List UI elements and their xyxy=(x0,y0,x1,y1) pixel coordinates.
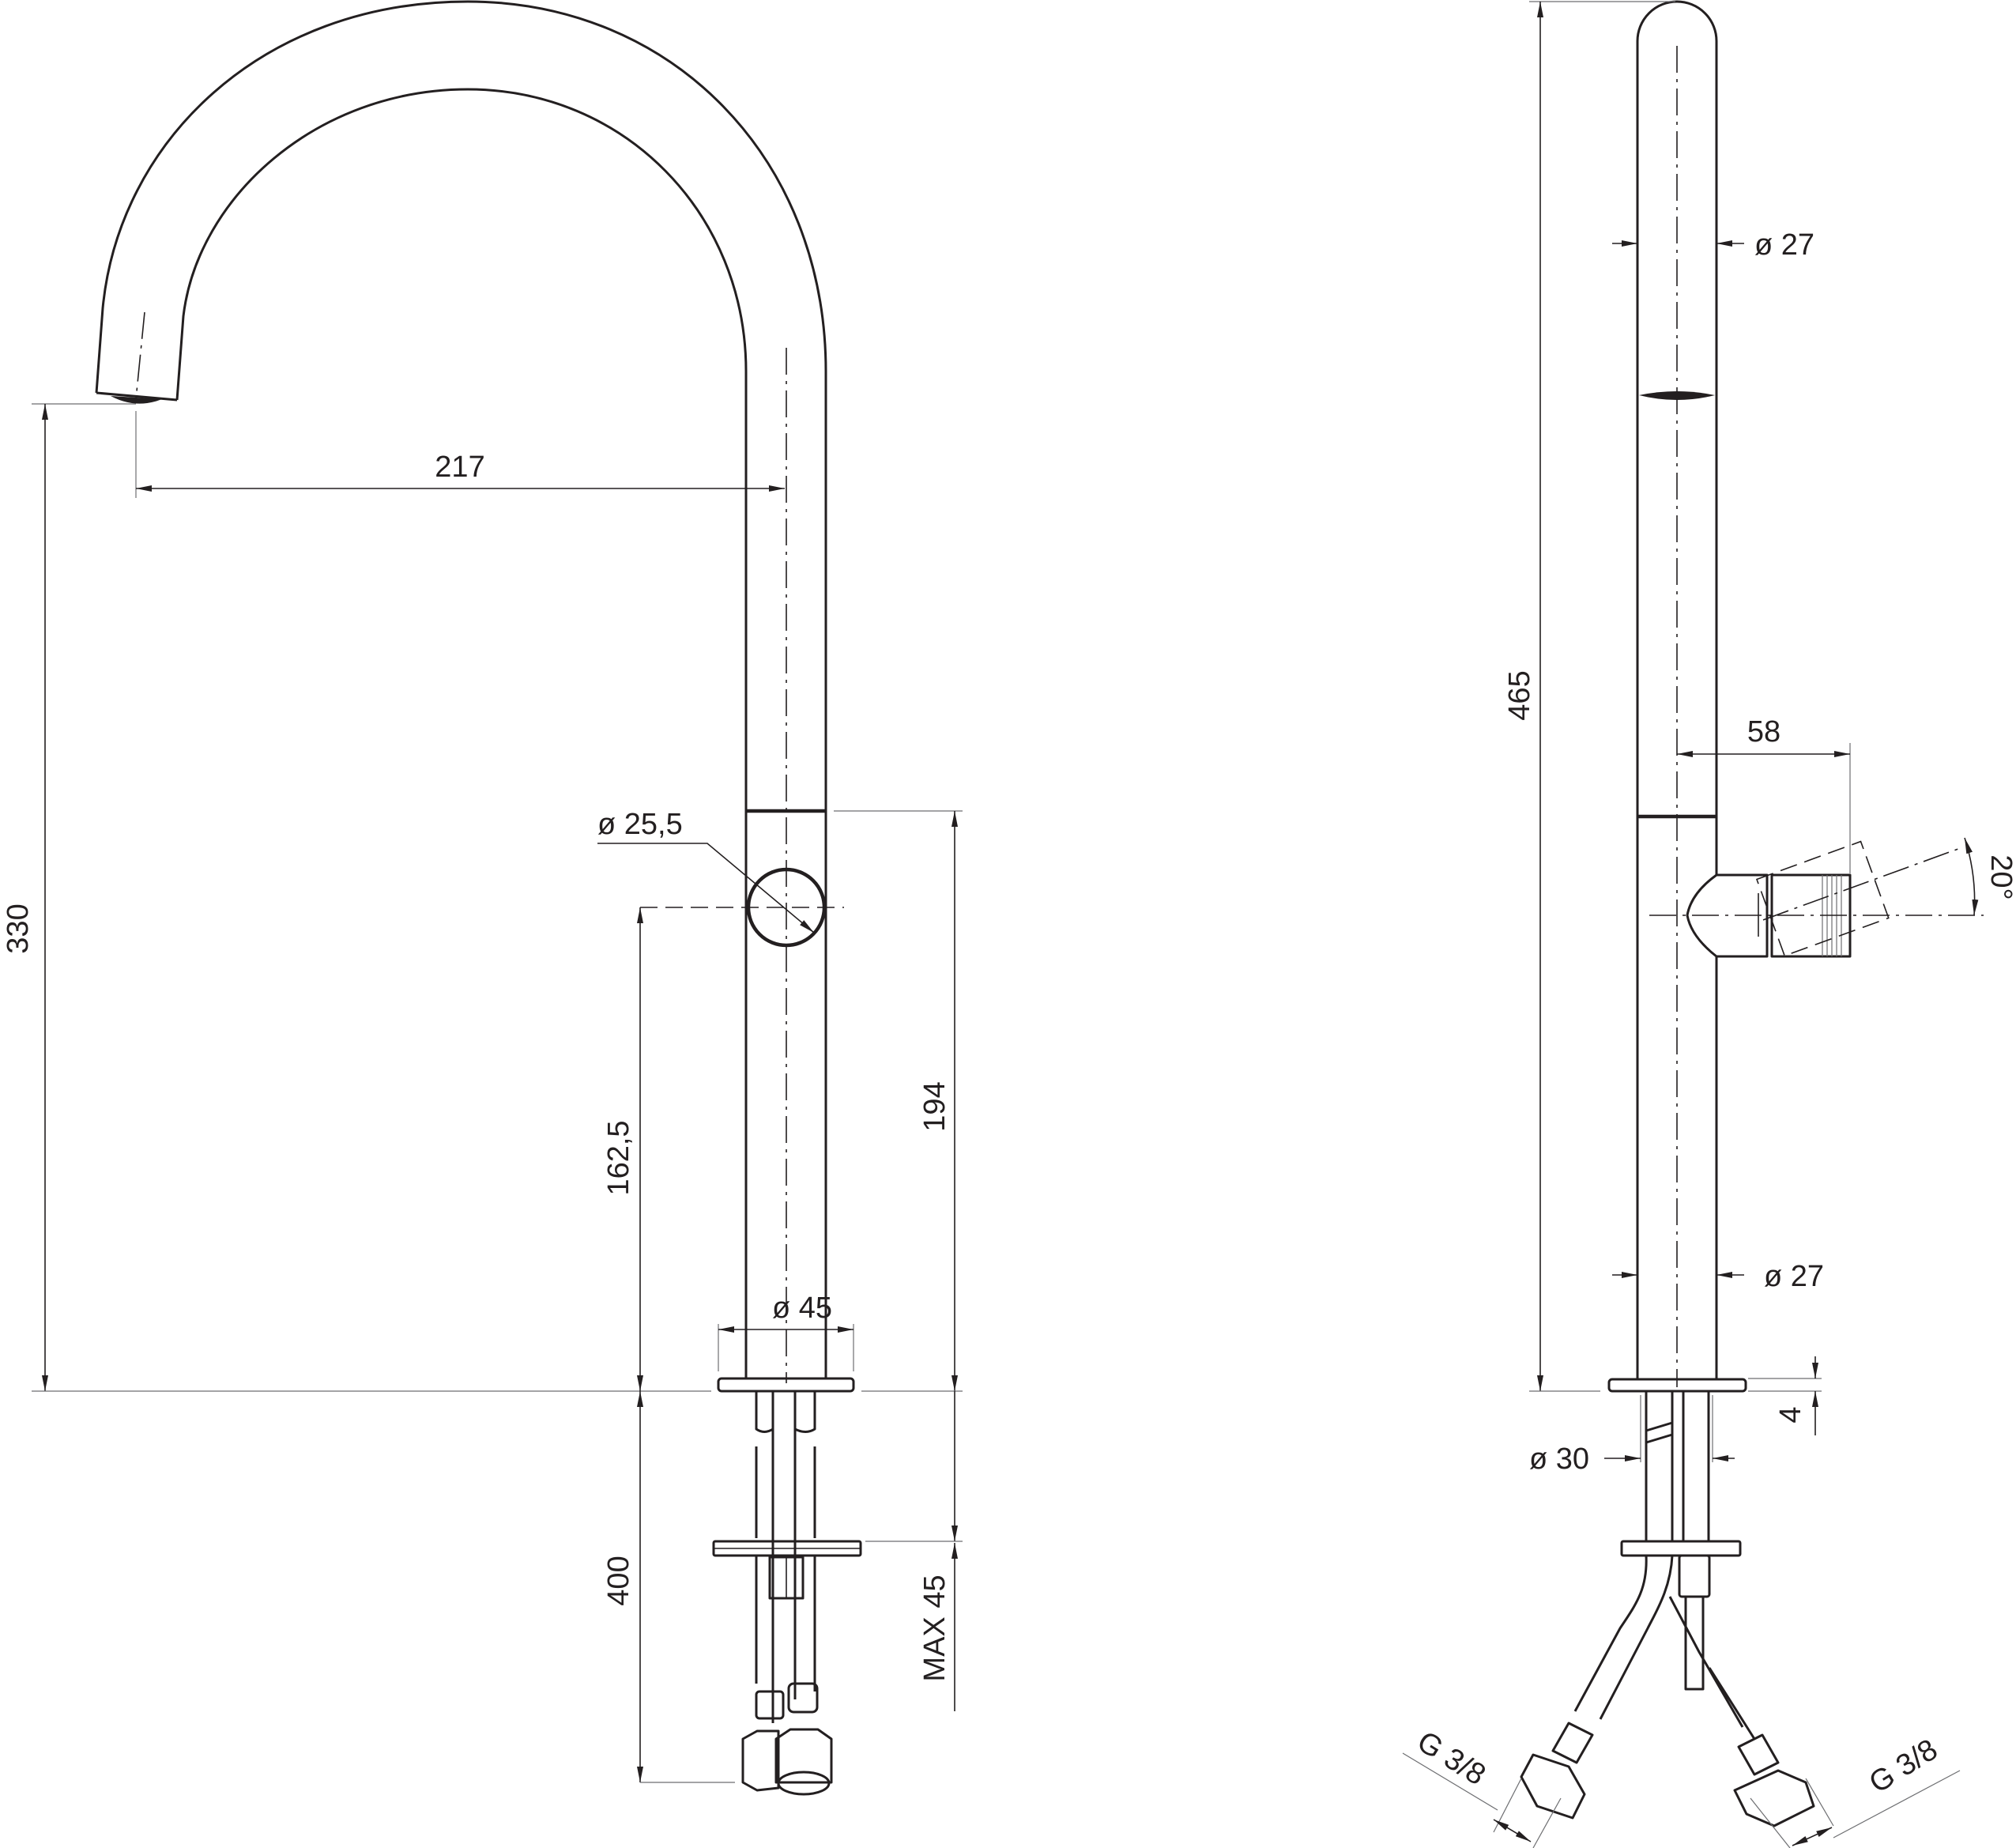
dim-body-height: 194 xyxy=(918,1081,951,1131)
dim-handle-angle: 20° xyxy=(1984,854,2016,899)
hose-left xyxy=(755,1556,774,1684)
aerator xyxy=(111,396,162,404)
connection-opening xyxy=(777,1771,831,1796)
dim-plate-thickness: 4 xyxy=(1774,1406,1807,1423)
dim-total-height: 465 xyxy=(1503,670,1536,720)
shank-break xyxy=(1645,1421,1673,1444)
dim-top-diameter: ø 27 xyxy=(1754,228,1814,262)
front-connection-nut-left xyxy=(1520,1753,1586,1820)
dim-handle-height: 162,5 xyxy=(602,1120,635,1195)
front-fixing-washer xyxy=(1620,1540,1742,1557)
dim-bottom-diameter: ø 27 xyxy=(1764,1260,1824,1293)
connection-nut-right xyxy=(774,1728,833,1784)
front-base-plate xyxy=(1607,1378,1747,1393)
spout-centerline xyxy=(135,311,145,400)
base-plate xyxy=(717,1377,855,1393)
dim-base-diameter: ø 45 xyxy=(772,1292,832,1325)
handle-front xyxy=(1686,873,1769,958)
dim-spout-reach: 217 xyxy=(435,451,484,484)
handle-rotated-ghost xyxy=(1755,840,1965,957)
spout-outer-edge xyxy=(95,0,827,1379)
front-hose-left xyxy=(1573,1555,1674,1720)
dim-shank-diameter: ø 30 xyxy=(1529,1443,1589,1476)
hose-ferrule-left xyxy=(755,1690,785,1720)
side-view xyxy=(95,0,862,1796)
threaded-stud-right xyxy=(794,1391,816,1538)
front-ferrule-left xyxy=(1551,1722,1594,1764)
front-view xyxy=(1520,0,1984,1827)
connection-nut-left xyxy=(741,1729,780,1792)
front-connection-nut-right xyxy=(1733,1769,1815,1827)
threaded-stud-left xyxy=(755,1391,774,1538)
dim-spout-height: 330 xyxy=(2,903,35,953)
dim-max-counter-thickness: MAX 45 xyxy=(918,1575,951,1681)
dim-handle-projection: 58 xyxy=(1747,715,1780,749)
front-ferrule-right xyxy=(1737,1733,1780,1776)
hose-ferrule-right xyxy=(787,1682,819,1714)
front-shank xyxy=(1645,1391,1710,1541)
dim-handle-diameter: ø 25,5 xyxy=(597,808,683,841)
dim-right-connection: G 3/8 xyxy=(1863,1733,1943,1800)
front-threaded-rod xyxy=(1684,1595,1705,1691)
front-fixing-nut xyxy=(1678,1554,1711,1598)
spout-outlet xyxy=(96,391,178,402)
aerator-front xyxy=(1639,391,1715,400)
spout-inner-edge xyxy=(175,88,748,1379)
side-view-dimensions: 330 217 ø 25,5 162,5 194 ø 45 400 MAX 45 xyxy=(2,403,963,1783)
front-hose-right xyxy=(1668,1596,1756,1740)
spout-front-outline xyxy=(1636,0,1718,1379)
handle-knob xyxy=(1770,873,1852,958)
dim-hose-length: 400 xyxy=(602,1556,635,1605)
